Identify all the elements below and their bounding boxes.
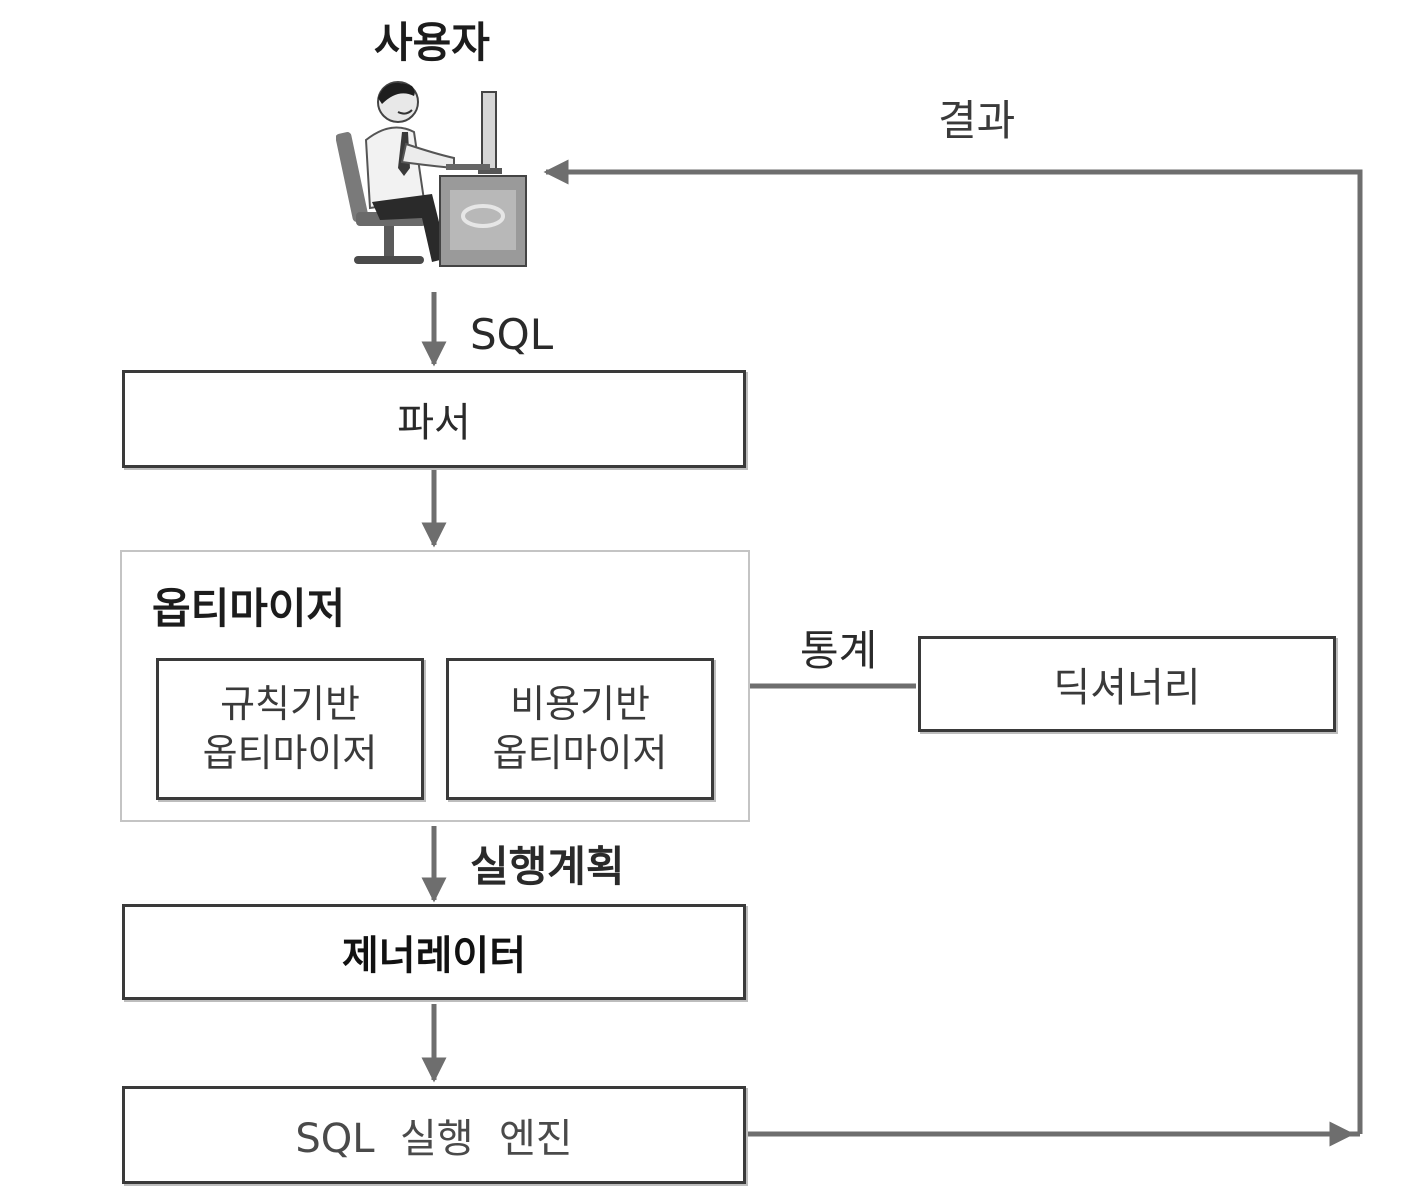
dictionary-box: 딕셔너리 (918, 636, 1336, 732)
user-label: 사용자 (374, 22, 490, 64)
edge-label-result: 결과 (938, 100, 1015, 142)
cost-based-line1: 비용기반 (493, 680, 668, 729)
generator-label: 제너레이터 (342, 923, 526, 981)
optimizer-group: 옵티마이저 규칙기반 옵티마이저 비용기반 옵티마이저 (120, 550, 750, 822)
cost-based-optimizer-box: 비용기반 옵티마이저 (446, 658, 714, 800)
user-at-computer-icon (336, 72, 536, 272)
parser-label: 파서 (397, 390, 471, 448)
generator-box: 제너레이터 (122, 904, 746, 1000)
sql-engine-label: SQL 실행 엔진 (295, 1106, 572, 1164)
rule-based-line1: 규칙기반 (203, 680, 378, 729)
edge-label-plan: 실행계획 (470, 846, 625, 888)
edge-label-stats: 통계 (800, 630, 877, 672)
cost-based-line2: 옵티마이저 (493, 729, 668, 778)
dictionary-label: 딕셔너리 (1053, 655, 1200, 713)
edge-label-sql: SQL (470, 314, 553, 356)
rule-based-optimizer-box: 규칙기반 옵티마이저 (156, 658, 424, 800)
parser-box: 파서 (122, 370, 746, 468)
rule-based-line2: 옵티마이저 (203, 729, 378, 778)
sql-engine-box: SQL 실행 엔진 (122, 1086, 746, 1184)
optimizer-title: 옵티마이저 (152, 588, 345, 630)
